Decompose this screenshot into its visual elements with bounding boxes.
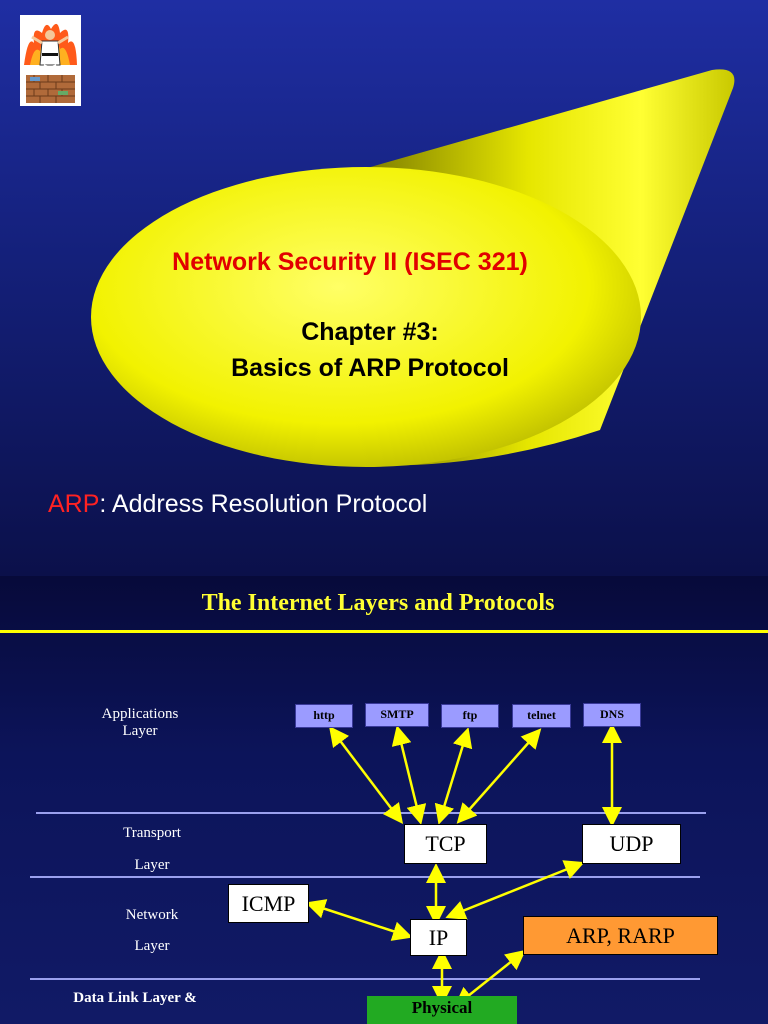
layers-slide-title: The Internet Layers and Protocols — [201, 590, 555, 616]
transport-label-line2: Layer — [134, 857, 170, 873]
network-label-line1: Network — [125, 907, 179, 923]
tcp-box: TCP — [404, 824, 487, 864]
icmp-box: ICMP — [228, 884, 309, 923]
physical-box: Physical — [367, 996, 517, 1024]
layers-slide: The Internet Layers and Protocols Applic… — [0, 576, 768, 1024]
title-slide: Network Security II (ISEC 321) Chapter #… — [0, 0, 768, 576]
datalink-label: Data Link Layer & — [73, 990, 197, 1006]
karate-firewall-logo-icon — [20, 15, 81, 106]
app-protocol-dns: DNS — [583, 703, 641, 727]
applications-label-line1: Applications — [101, 706, 179, 722]
arp-definition-line: ARP: Address Resolution Protocol — [48, 490, 427, 519]
protocol-arrows — [305, 723, 622, 1008]
chapter-heading: Chapter #3: — [301, 318, 439, 346]
layer-separator — [30, 876, 700, 878]
app-protocol-smtp: SMTP — [365, 703, 429, 727]
app-protocol-http: http — [295, 704, 353, 728]
ip-box: IP — [410, 919, 467, 956]
network-label-line2: Layer — [134, 938, 170, 954]
applications-label: Applications Layer — [80, 706, 200, 740]
app-protocol-ftp: ftp — [441, 704, 499, 728]
arp-term: ARP — [48, 490, 100, 518]
arp-rarp-box: ARP, RARP — [523, 916, 718, 955]
title-underline — [0, 630, 768, 633]
app-protocol-telnet: telnet — [512, 704, 571, 728]
applications-label-line2: Layer — [122, 723, 158, 739]
arp-definition: : Address Resolution Protocol — [99, 490, 428, 518]
course-title: Network Security II (ISEC 321) — [172, 248, 528, 276]
layer-separator — [30, 978, 700, 980]
chapter-topic: Basics of ARP Protocol — [231, 354, 509, 382]
transport-label-line1: Transport — [123, 825, 181, 841]
cone-graphic — [0, 0, 768, 480]
udp-box: UDP — [582, 824, 681, 864]
